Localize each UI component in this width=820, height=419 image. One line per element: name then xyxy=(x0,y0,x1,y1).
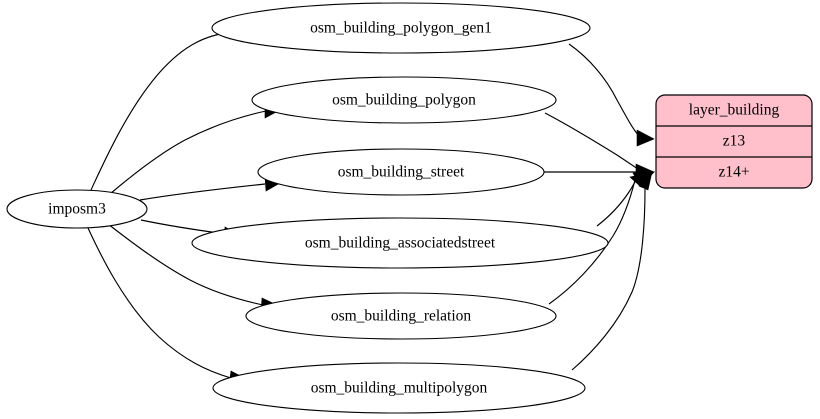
node-osm_building_relation[interactable]: osm_building_relation xyxy=(245,292,557,340)
node-shape xyxy=(251,76,557,124)
edge-imposm3-to-osm_building_street[interactable] xyxy=(139,176,281,201)
node-shape xyxy=(257,148,545,196)
edge-path xyxy=(548,179,636,305)
edge-path xyxy=(544,112,639,170)
node-osm_building_associatedstreet[interactable]: osm_building_associatedstreet xyxy=(191,217,609,269)
node-osm_building_multipolygon[interactable]: osm_building_multipolygon xyxy=(212,362,586,414)
edge-osm_building_polygon-to-layer_building-z14plus[interactable] xyxy=(544,112,655,181)
edge-path xyxy=(596,175,639,227)
edge-path xyxy=(87,227,232,379)
edge-path xyxy=(568,43,640,137)
node-osm_building_polygon_gen1[interactable]: osm_building_polygon_gen1 xyxy=(211,2,591,54)
layer-building-box xyxy=(655,94,813,189)
node-imposm3[interactable]: imposm3 xyxy=(6,189,148,229)
node-shape xyxy=(245,292,557,340)
node-layer_building[interactable]: layer_building z13 z14+ xyxy=(655,94,813,189)
edge-path xyxy=(107,223,264,306)
node-shape xyxy=(212,362,586,414)
edge-group-tables-to-layer xyxy=(544,43,655,371)
node-shape xyxy=(6,189,148,229)
node-osm_building_street[interactable]: osm_building_street xyxy=(257,148,545,196)
arrowhead-icon xyxy=(638,170,653,191)
node-shape xyxy=(211,2,591,54)
node-group-ellipses: imposm3 osm_building_polygon_gen1 osm_bu… xyxy=(6,2,609,414)
node-osm_building_polygon[interactable]: osm_building_polygon xyxy=(251,76,557,124)
arrowhead-icon xyxy=(636,129,655,147)
edge-osm_building_multipolygon-to-layer_building-z14plus[interactable] xyxy=(571,170,653,371)
edge-path xyxy=(139,183,266,201)
edge-osm_building_polygon_gen1-to-layer_building-z13[interactable] xyxy=(568,43,655,147)
edge-path xyxy=(571,188,646,371)
edge-path xyxy=(90,31,233,191)
edge-imposm3-to-osm_building_polygon[interactable] xyxy=(109,103,281,195)
edge-imposm3-to-osm_building_polygon_gen1[interactable] xyxy=(90,24,247,191)
edge-path xyxy=(109,110,267,195)
node-shape xyxy=(191,217,609,269)
